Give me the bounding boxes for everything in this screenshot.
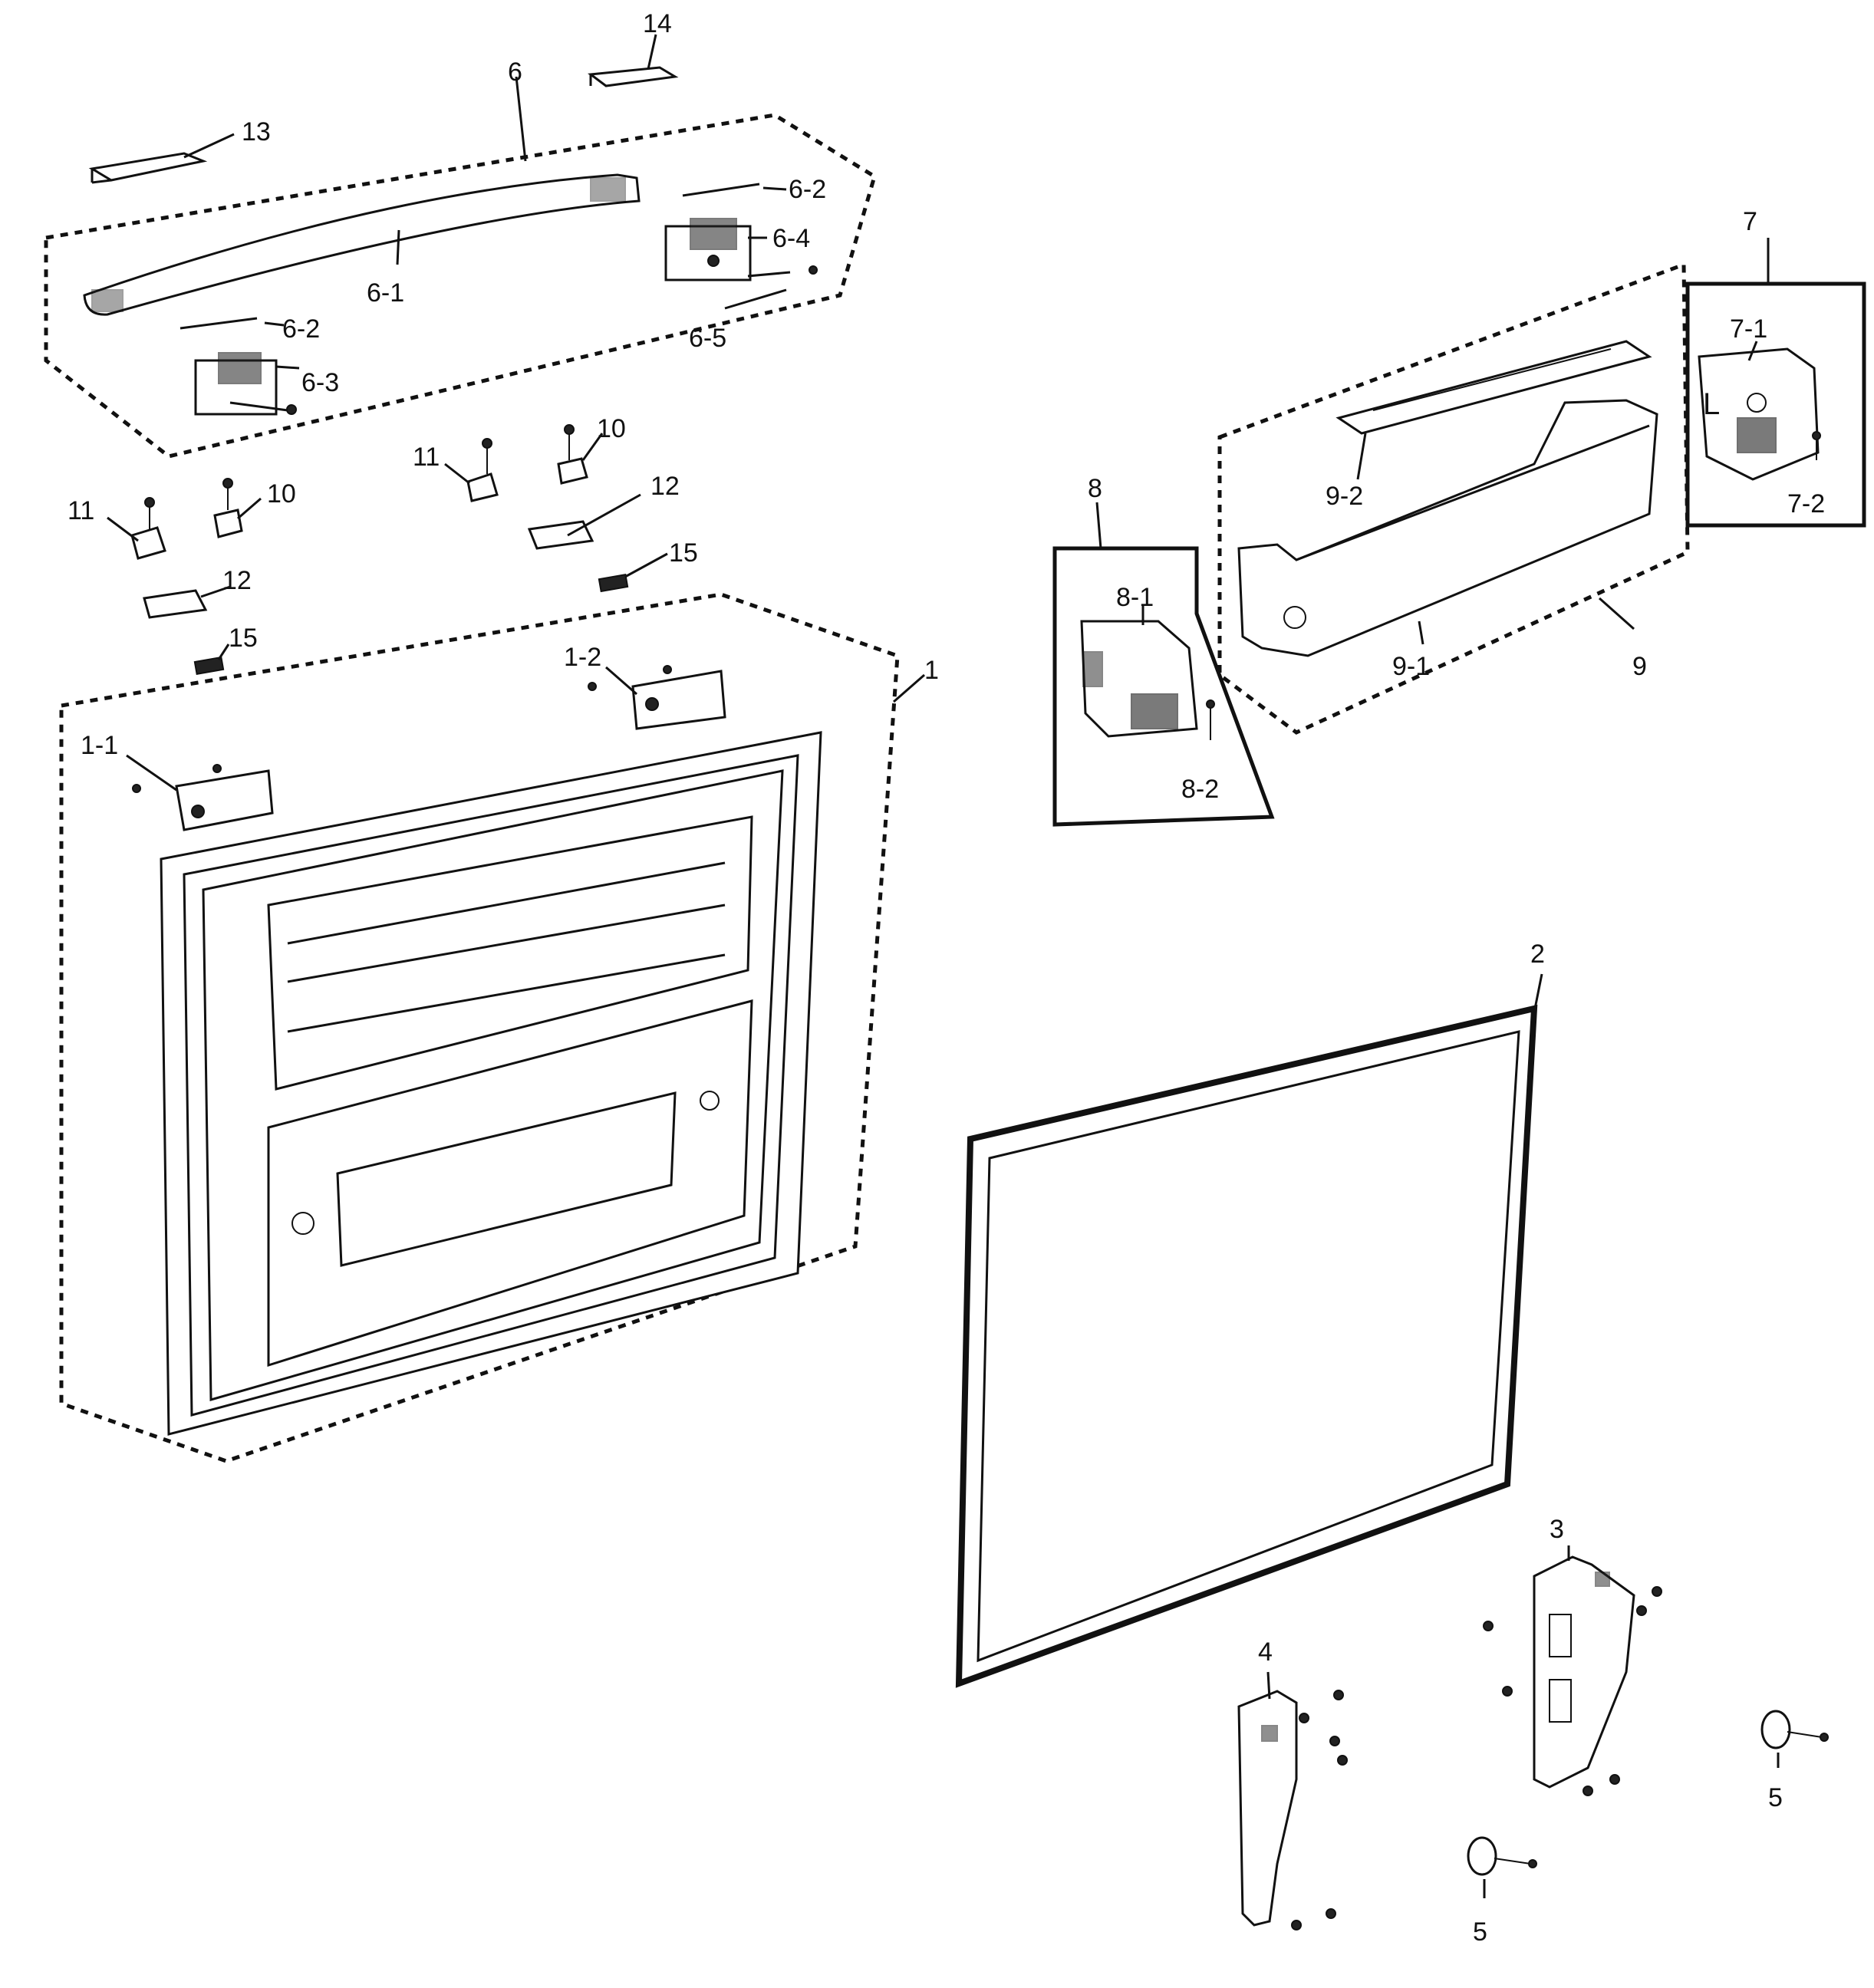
label-3: 3: [1550, 1515, 1564, 1544]
group-9-door-bin: [1217, 262, 1690, 735]
part-12-stopper-right: [527, 520, 594, 550]
part-9-2-shelf: [1336, 340, 1652, 435]
label-6-3: 6-3: [301, 368, 339, 397]
label-9-1: 9-1: [1392, 652, 1430, 681]
part-5-cap-left: [1467, 1836, 1537, 1876]
label-1: 1: [924, 656, 939, 685]
part-6-5-screw: [747, 265, 818, 278]
part-11-clip-right: [466, 438, 499, 502]
part-6-4-hinge-bracket: [664, 218, 752, 281]
part-1-1-bracket: [132, 764, 274, 831]
part-5-cap-right: [1760, 1710, 1829, 1749]
label-12-right: 12: [650, 472, 680, 501]
label-7-2: 7-2: [1787, 489, 1825, 518]
part-1-2-bracket: [588, 665, 726, 730]
side-letter-L: L: [1703, 387, 1720, 421]
label-6: 6: [508, 58, 522, 87]
part-15-spring-right: [598, 574, 629, 593]
part-6-2-pin-bottom: [179, 317, 258, 330]
part-9-1-bin: [1237, 399, 1658, 657]
label-9: 9: [1632, 652, 1647, 681]
label-7: 7: [1743, 207, 1757, 236]
label-15-left: 15: [229, 624, 258, 653]
label-8-1: 8-1: [1116, 583, 1154, 612]
label-5-right: 5: [1768, 1783, 1783, 1812]
label-7-1: 7-1: [1730, 314, 1767, 344]
part-12-stopper-left: [143, 589, 208, 619]
group-6-hinge-assembly: [44, 113, 877, 459]
part-14-cover: [588, 66, 679, 87]
part-10-clip-right: [557, 424, 588, 485]
part-1-door: [160, 731, 822, 1436]
part-15-spring-left: [193, 656, 225, 675]
label-6-2-bottom: 6-2: [282, 314, 320, 344]
part-13-cover: [88, 152, 208, 184]
label-12-left: 12: [222, 566, 252, 595]
label-8: 8: [1088, 474, 1102, 503]
part-11-clip-left: [130, 497, 166, 560]
label-6-4: 6-4: [772, 224, 810, 253]
label-6-2-top: 6-2: [789, 175, 826, 204]
label-8-2: 8-2: [1181, 775, 1219, 804]
label-6-1: 6-1: [367, 278, 404, 308]
label-10-left: 10: [267, 479, 296, 509]
part-2-gasket: [955, 1004, 1538, 1688]
part-10-clip-left: [213, 478, 243, 538]
part-3-bracket: [1483, 1555, 1662, 1796]
label-11-right: 11: [413, 443, 440, 472]
label-14: 14: [643, 9, 672, 38]
label-2: 2: [1530, 940, 1545, 969]
group-8-cap: [1052, 546, 1275, 827]
part-4-bracket: [1237, 1690, 1348, 1930]
part-6-2-pin-top: [682, 183, 760, 197]
label-15-right: 15: [669, 538, 698, 568]
part-6-3-hinge-bracket: [194, 352, 297, 416]
label-11-left: 11: [68, 496, 94, 525]
label-13: 13: [242, 117, 271, 146]
leader-lines: [107, 34, 1780, 1898]
label-1-2: 1-2: [564, 643, 601, 672]
label-4: 4: [1258, 1637, 1273, 1667]
label-5-left: 5: [1473, 1917, 1487, 1947]
label-9-2: 9-2: [1326, 482, 1363, 511]
part-6-1-hinge-bar: [83, 173, 641, 316]
group-1-door-assembly: [59, 592, 900, 1463]
part-7-1-cap: [1698, 347, 1820, 481]
callout-labels: 14 6 13 6-2 6-4 6-1 6-5 6-2 6-3 11 10 11…: [68, 9, 1825, 1947]
label-6-5: 6-5: [689, 324, 726, 353]
label-10-right: 10: [597, 414, 626, 443]
label-1-1: 1-1: [81, 731, 118, 760]
